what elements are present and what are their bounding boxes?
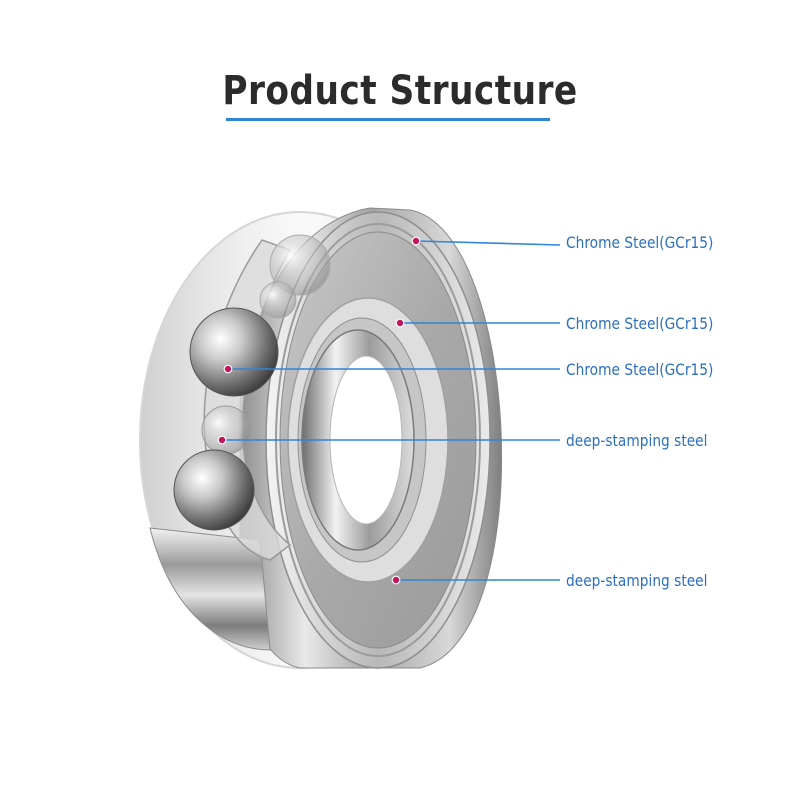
callout-label-cage: deep-stamping steel <box>566 431 708 450</box>
callout-label-steel-ball: Chrome Steel(GCr15) <box>566 360 714 379</box>
callout-markers <box>217 236 421 585</box>
callout-lines <box>222 240 561 581</box>
callout-label-outer-ring: Chrome Steel(GCr15) <box>566 233 714 252</box>
callout-label-inner-ring: Chrome Steel(GCr15) <box>566 314 714 333</box>
callout-label-shield: deep-stamping steel <box>566 571 708 590</box>
title-underline <box>226 118 550 121</box>
steel-balls <box>173 234 331 531</box>
page-title: Product Structure <box>222 68 578 114</box>
